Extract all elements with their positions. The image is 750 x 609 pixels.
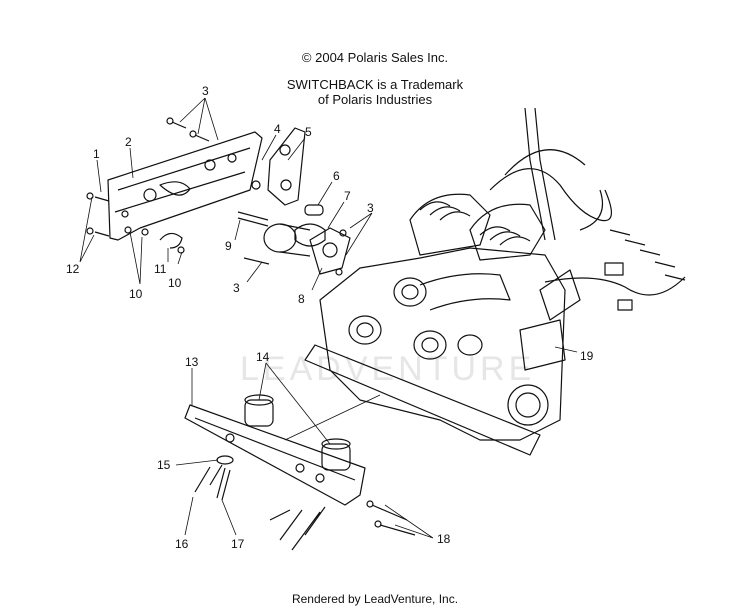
footer-credit: Rendered by LeadVenture, Inc. xyxy=(291,592,459,606)
trademark-line-2: of Polaris Industries xyxy=(317,92,433,107)
callout-3-bottom: 3 xyxy=(233,281,240,295)
callout-10-right: 10 xyxy=(168,276,182,290)
mount-bolts-left xyxy=(86,117,210,237)
bolts-18 xyxy=(269,500,416,551)
callout-19: 19 xyxy=(580,349,594,363)
callout-3-top: 3 xyxy=(202,84,209,98)
trademark-line-1: SWITCHBACK is a Trademark xyxy=(286,77,464,92)
callout-11: 11 xyxy=(154,262,167,276)
mount-cylinder xyxy=(263,223,311,257)
callout-15: 15 xyxy=(157,458,171,472)
callout-2: 2 xyxy=(125,135,132,149)
callout-17: 17 xyxy=(231,537,245,551)
callout-labels: 1 2 3 4 5 6 7 3 9 11 10 12 10 3 8 13 14 … xyxy=(66,84,594,551)
callout-5: 5 xyxy=(305,125,312,139)
pin-and-bolt xyxy=(237,211,270,265)
engine-assembly xyxy=(304,107,612,456)
callout-7: 7 xyxy=(344,189,351,203)
clamp-and-nuts xyxy=(141,228,185,254)
watermark-text: LEADVENTURE xyxy=(240,350,535,388)
callout-10-left: 10 xyxy=(129,287,143,301)
callout-4: 4 xyxy=(274,122,281,136)
callout-3-right: 3 xyxy=(367,201,374,215)
callout-1: 1 xyxy=(93,147,100,161)
lower-mount-rail xyxy=(184,404,366,506)
callout-18: 18 xyxy=(437,532,451,546)
callout-9: 9 xyxy=(225,239,232,253)
wire-harness xyxy=(544,229,686,311)
mount-flange xyxy=(309,227,351,276)
callout-16: 16 xyxy=(175,537,189,551)
upper-bracket xyxy=(251,127,306,206)
engine-mount-plate xyxy=(107,131,263,241)
callout-14: 14 xyxy=(256,350,270,364)
leader-lines xyxy=(79,97,578,539)
callout-6: 6 xyxy=(333,169,340,183)
callout-12: 12 xyxy=(66,262,80,276)
copyright-line: © 2004 Polaris Sales Inc. xyxy=(301,50,449,65)
washer-and-bushing xyxy=(294,204,326,247)
callout-8: 8 xyxy=(298,292,305,306)
washer-and-bolts xyxy=(194,455,234,501)
callout-13: 13 xyxy=(185,355,199,369)
